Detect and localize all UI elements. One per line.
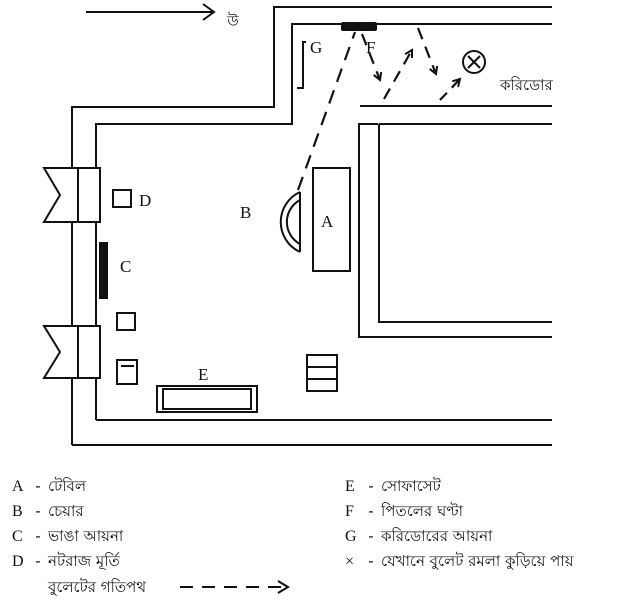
stool-middle [116,312,136,331]
corridor-mirror-g [297,41,306,89]
bullet-path [296,27,460,191]
side-cabinet [306,354,338,392]
bullet-path-legend-arrow-icon [180,580,290,594]
bullet-found-circled-x-icon [462,50,486,74]
broken-mirror-c [99,242,108,299]
label-a: A [321,212,334,231]
table-a [312,167,351,272]
label-e: E [198,365,208,384]
sofa-set-e [156,385,258,413]
label-d: D [139,191,151,210]
north-label: উ [226,12,239,30]
label-g: G [310,38,322,57]
stool-bottom [116,359,138,385]
chair-b [279,191,301,253]
nataraj-statue-top [42,167,101,223]
label-b: B [240,203,251,222]
label-c: C [120,257,131,276]
nataraj-statue-bottom [42,325,101,379]
brass-bell-f [341,22,377,31]
north-arrow-icon [86,3,216,21]
corridor-label: করিডোর [499,76,553,94]
stool-top [112,189,132,208]
label-f: F [366,38,375,57]
